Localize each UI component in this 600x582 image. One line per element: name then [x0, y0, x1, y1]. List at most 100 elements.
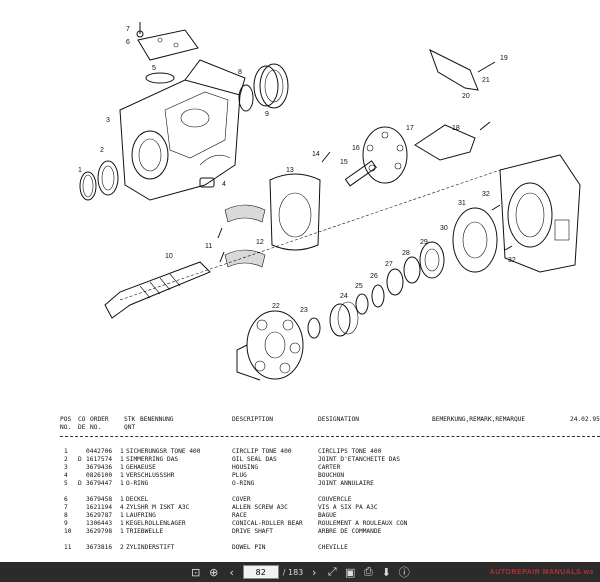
cell-fr: CHEVILLE — [318, 544, 348, 551]
download-icon[interactable]: ⬇ — [381, 565, 391, 579]
callout-26: 26 — [370, 273, 378, 280]
cell-pos: 1 — [64, 448, 68, 455]
header-qnt: QNT — [124, 424, 136, 431]
pin-part — [504, 245, 513, 251]
cell-pos: 5 — [64, 480, 68, 487]
cell-pos: 11 — [64, 544, 72, 551]
cell-order: 3629787 — [86, 512, 113, 519]
cell-de: SIMMERRING DAS — [126, 456, 179, 463]
callout-12: 12 — [256, 239, 264, 246]
cell-pos: 10 — [64, 528, 72, 535]
cell-fr: VIS A SIX PA A3C — [318, 504, 378, 511]
cylinder-block-part — [236, 310, 304, 381]
header-pos: POS — [60, 416, 72, 423]
cell-en: OIL SEAL DAS — [232, 456, 277, 463]
cell-qty: 2 — [120, 544, 124, 551]
header-stk: STK — [124, 416, 136, 423]
fullscreen-icon[interactable]: ⤢ — [327, 565, 337, 578]
o-ring-part — [145, 72, 175, 84]
cell-qty: 4 — [120, 504, 124, 511]
fit-page-icon[interactable]: ⊡ — [191, 565, 201, 579]
cell-de: VERSCHLUSSSHR — [126, 472, 175, 479]
cell-order: 1617574 — [86, 456, 113, 463]
header-description: DESCRIPTION — [232, 416, 273, 423]
callout-11: 11 — [205, 243, 212, 250]
cell-de: ZYLSHR M ISKT A3C — [126, 504, 190, 511]
cell-en: CONICAL-ROLLER BEAR — [232, 520, 303, 527]
cell-order: 3679447 — [86, 480, 113, 487]
pin-part — [491, 204, 501, 211]
callout-25: 25 — [355, 283, 363, 290]
cell-de: SICHERUNGSR TONE 400 — [126, 448, 201, 455]
callout-8: 8 — [238, 69, 242, 76]
header-date: 24.02.95 — [570, 416, 600, 423]
cell-de: O-RING — [126, 480, 149, 487]
cell-pos: 9 — [64, 520, 68, 527]
cell-en: PLUG — [232, 472, 247, 479]
callout-3: 3 — [106, 117, 110, 124]
callout-23: 23 — [300, 307, 308, 314]
cell-pos: 2 — [64, 456, 68, 463]
callout-32b: 32 — [508, 257, 516, 264]
cell-fr: CIRCLIPS TONE 400 — [318, 448, 382, 455]
spring-ring-set — [307, 241, 445, 339]
save-icon[interactable]: ▣ — [345, 565, 356, 579]
prev-page-icon[interactable]: ‹ — [229, 565, 234, 579]
cell-de: KEGELROLLENLAGER — [126, 520, 186, 527]
header-order: ORDER — [90, 416, 109, 423]
cell-order: 0826100 — [86, 472, 113, 479]
callout-17: 17 — [406, 125, 414, 132]
callout-31: 31 — [458, 200, 466, 207]
callout-13: 13 — [286, 167, 294, 174]
cell-fr: ROULEMENT A ROULEAUX CON — [318, 520, 408, 527]
callout-28: 28 — [402, 250, 410, 257]
callout-18: 18 — [452, 125, 460, 132]
cell-code: D — [78, 456, 82, 463]
cell-pos: 7 — [64, 504, 68, 511]
cell-qty: 1 — [120, 480, 124, 487]
cell-pos: 6 — [64, 496, 68, 503]
next-page-icon[interactable]: › — [312, 565, 317, 579]
cell-qty: 1 — [120, 520, 124, 527]
header-de: DE — [78, 424, 86, 431]
oil-seal-part — [97, 160, 119, 196]
callout-15: 15 — [340, 159, 348, 166]
cell-en: CIRCLIP TONE 400 — [232, 448, 292, 455]
bracket-part — [414, 48, 496, 161]
watermark-logo: AUTOREPAIR MANUALS.ws — [489, 568, 594, 576]
callout-6: 6 — [126, 39, 130, 46]
cell-en: O-RING — [232, 480, 255, 487]
axis-line — [119, 169, 501, 301]
cell-en: DOWEL PIN — [232, 544, 266, 551]
info-icon[interactable]: ⓘ — [398, 566, 410, 579]
cell-fr: JOINT ANNULAIRE — [318, 480, 374, 487]
callout-32: 32 — [482, 191, 490, 198]
cell-en: HOUSING — [232, 464, 259, 471]
callout-2: 2 — [100, 147, 104, 154]
port-plate-part — [452, 207, 498, 273]
page-total: / 183 — [282, 567, 304, 577]
cell-order: 3629798 — [86, 528, 113, 535]
zoom-icon[interactable]: ⊕ — [209, 565, 219, 579]
cell-order: 3679436 — [86, 464, 113, 471]
header-order-no: NO. — [90, 424, 102, 431]
page-number-input[interactable] — [242, 565, 279, 579]
cell-code: D — [78, 480, 82, 487]
cell-qty: 1 — [120, 496, 124, 503]
cell-fr: CARTER — [318, 464, 341, 471]
callout-1: 1 — [78, 167, 82, 174]
callout-24: 24 — [340, 293, 348, 300]
housing-part — [119, 59, 246, 201]
pin-part — [321, 151, 331, 163]
cell-fr: BOUCHON — [318, 472, 345, 479]
drive-shaft-part — [104, 261, 211, 319]
allen-screw-part — [136, 22, 144, 38]
print-icon[interactable]: ⎙ — [363, 565, 373, 578]
callout-30: 30 — [440, 225, 448, 232]
